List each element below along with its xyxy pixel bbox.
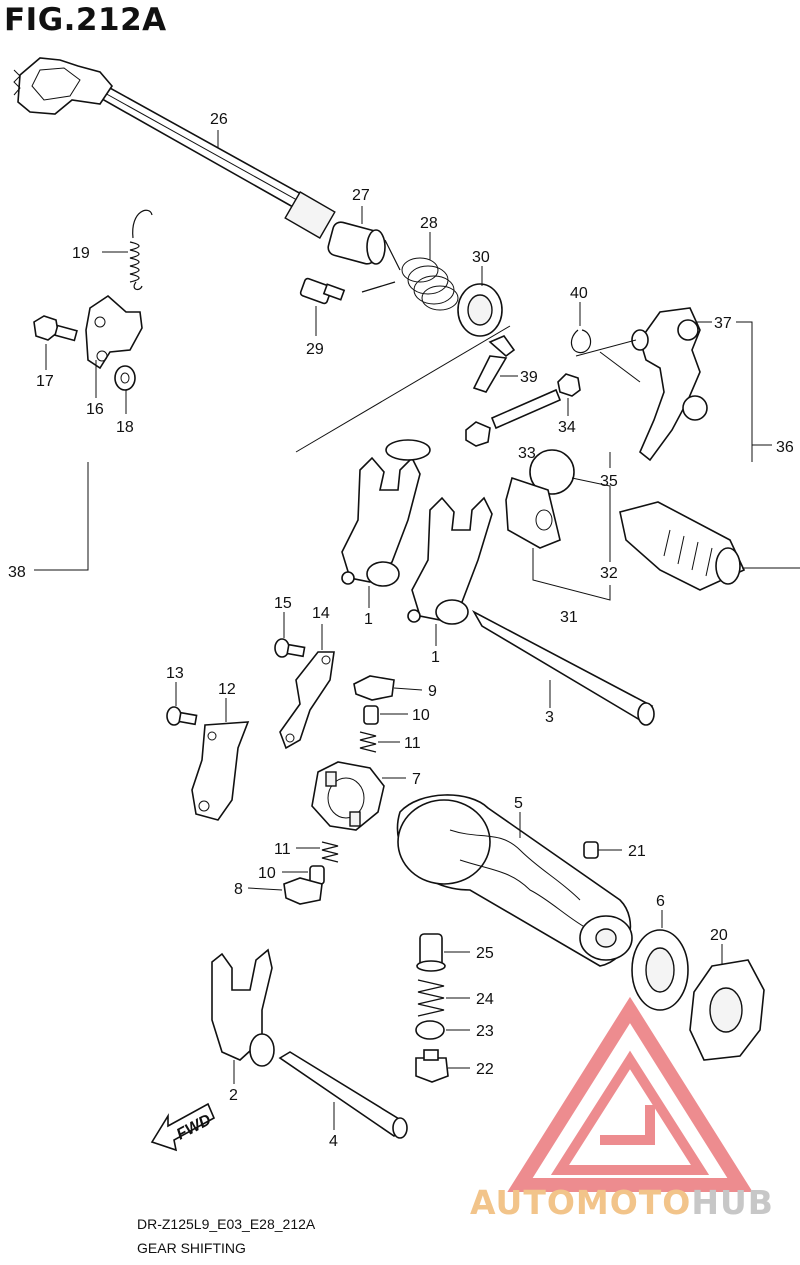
callout-3: 3	[545, 709, 554, 726]
bracket-12	[191, 721, 250, 821]
callout-30: 30	[472, 249, 490, 266]
forward-direction-marker: FWD	[150, 1102, 216, 1152]
callout-23: 23	[476, 1023, 494, 1040]
fork-shaft-3	[471, 610, 655, 726]
leader-lines	[34, 130, 800, 1130]
diagram-code: DR-Z125L9_E03_E28_212A	[137, 1216, 316, 1232]
watermark-text-part1: AUTOMOTO	[470, 1183, 692, 1222]
callout-6: 6	[656, 893, 665, 910]
callout-40: 40	[570, 285, 588, 302]
shift-fork-2	[211, 948, 275, 1067]
callout-4: 4	[329, 1133, 338, 1150]
pin-bolt	[299, 277, 346, 305]
callout-18: 18	[116, 419, 134, 436]
collar-part	[327, 221, 386, 265]
watermark-text: AUTOMOTOHUB	[470, 1183, 774, 1222]
callout-36: 36	[776, 439, 794, 456]
fork-shaft-4	[278, 1051, 408, 1139]
callout-11-lower: 11	[274, 841, 291, 858]
callout-17: 17	[36, 373, 54, 390]
shift-shaft	[13, 57, 336, 239]
shift-fork-1b	[407, 496, 493, 625]
shaft-return-spring	[361, 239, 459, 311]
callout-19: 19	[72, 245, 90, 262]
pawl-9	[353, 675, 395, 701]
callout-12: 12	[218, 681, 236, 698]
oil-seal	[457, 283, 503, 337]
callout-27: 27	[352, 187, 370, 204]
screw-13	[166, 706, 198, 726]
callout-14: 14	[312, 605, 330, 622]
shift-fork-1a	[341, 439, 431, 587]
pin-21	[583, 841, 599, 859]
gearshift-cam-drum	[396, 794, 633, 967]
callout-1-upper: 1	[364, 611, 373, 628]
callout-20: 20	[710, 927, 728, 944]
washer-6	[631, 929, 689, 1011]
callout-labels: 26 27 28 30 19 17 16 18 29 40 37 36 39 3…	[8, 111, 794, 1150]
callout-2: 2	[229, 1087, 238, 1104]
callout-33: 33	[518, 445, 536, 462]
cam-guide-7	[311, 761, 385, 831]
callout-31: 31	[560, 609, 578, 626]
tension-spring	[129, 209, 153, 291]
figure-title: FIG.212A	[4, 2, 167, 38]
diagram-caption: GEAR SHIFTING	[137, 1240, 246, 1256]
callout-34: 34	[558, 419, 576, 436]
callout-13: 13	[166, 665, 184, 682]
callout-25: 25	[476, 945, 494, 962]
screw-15	[274, 638, 306, 658]
callout-38: 38	[8, 564, 26, 581]
watermark-text-part2: HUB	[691, 1183, 774, 1222]
bolt-17	[33, 315, 78, 342]
callout-5: 5	[514, 795, 523, 812]
callout-26: 26	[210, 111, 228, 128]
stopper-plate-14	[279, 651, 335, 750]
callout-24: 24	[476, 991, 494, 1008]
pawl-8	[283, 877, 323, 905]
callout-21: 21	[628, 843, 646, 860]
callout-1-lower: 1	[431, 649, 440, 666]
stopper-pin-25	[416, 933, 446, 972]
washer-23	[415, 1020, 445, 1040]
spring-11-lower	[321, 841, 339, 863]
plug-22	[415, 1049, 449, 1083]
spring-11-upper	[359, 731, 377, 753]
spring-24	[417, 979, 445, 1017]
watermark-logo	[507, 996, 753, 1192]
cam-plate-20	[689, 959, 765, 1061]
callout-37: 37	[714, 315, 732, 332]
pin-10-upper	[363, 705, 379, 725]
callout-11-upper: 11	[404, 735, 421, 752]
gearshift-lever-assembly	[465, 307, 746, 591]
callout-7: 7	[412, 771, 421, 788]
callout-28: 28	[420, 215, 438, 232]
callout-35: 35	[600, 473, 618, 490]
callout-16: 16	[86, 401, 104, 418]
washer-18	[114, 365, 136, 391]
callout-39: 39	[520, 369, 538, 386]
callout-15: 15	[274, 595, 292, 612]
callout-22: 22	[476, 1061, 494, 1078]
callout-8: 8	[234, 881, 243, 898]
stopper-arm	[85, 294, 143, 370]
callout-10-lower: 10	[258, 865, 276, 882]
callout-29: 29	[306, 341, 324, 358]
callout-9: 9	[428, 683, 437, 700]
callout-10-upper: 10	[412, 707, 430, 724]
callout-32: 32	[600, 565, 618, 582]
